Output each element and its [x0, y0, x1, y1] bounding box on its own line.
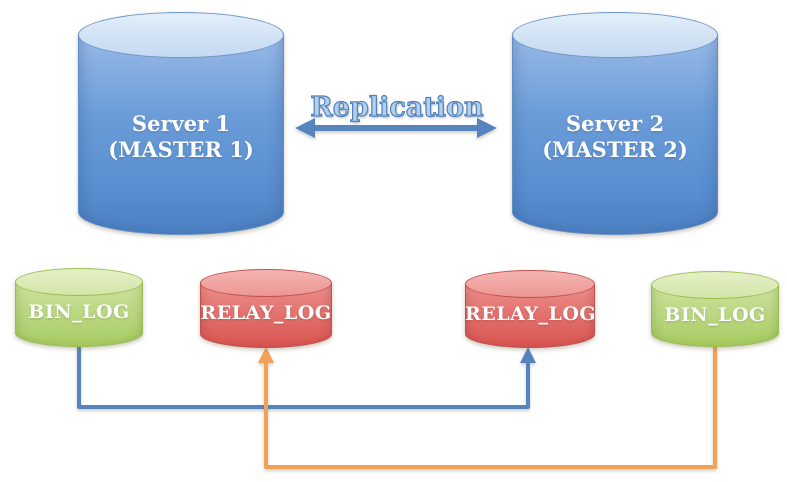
binlog1-to-relaylog2-connector	[77, 344, 536, 409]
binlog2-label: BIN_LOG	[664, 304, 766, 326]
server1-label: Server 1 (MASTER 1)	[78, 111, 284, 163]
binlog1-label: BIN_LOG	[28, 301, 130, 323]
server1-name: Server 1	[131, 111, 231, 136]
relaylog1-label: RELAY_LOG	[200, 302, 332, 324]
arrowhead-left-icon	[295, 118, 315, 138]
server2-label: Server 2 (MASTER 2)	[512, 111, 718, 163]
cylinder-body	[512, 35, 718, 235]
replication-arrow	[295, 118, 497, 138]
server2-role: (MASTER 2)	[542, 137, 688, 162]
cylinder-top	[512, 12, 718, 58]
orange-connector-line	[264, 345, 717, 469]
blue-connector-line	[77, 344, 530, 409]
server2-cylinder: Server 2 (MASTER 2)	[512, 12, 718, 235]
relaylog2-cylinder: RELAY_LOG	[465, 270, 597, 348]
server2-name: Server 2	[565, 111, 665, 136]
cylinder-top	[15, 268, 143, 296]
relaylog1-cylinder: RELAY_LOG	[200, 269, 332, 348]
orange-arrowhead-up-icon	[258, 347, 274, 363]
server1-role: (MASTER 1)	[108, 137, 254, 162]
relaylog2-label: RELAY_LOG	[465, 303, 597, 325]
arrowhead-right-icon	[477, 118, 497, 138]
blue-arrowhead-up-icon	[520, 347, 536, 363]
cylinder-top	[465, 270, 595, 298]
binlog1-cylinder: BIN_LOG	[15, 268, 143, 347]
binlog2-cylinder: BIN_LOG	[651, 271, 779, 347]
cylinder-top	[200, 269, 332, 297]
binlog2-to-relaylog1-connector	[258, 345, 717, 469]
cylinder-body	[78, 35, 284, 235]
cylinder-top	[78, 12, 284, 58]
replication-label: Replication	[310, 91, 485, 123]
server1-cylinder: Server 1 (MASTER 1)	[78, 12, 284, 235]
cylinder-top	[651, 271, 779, 299]
